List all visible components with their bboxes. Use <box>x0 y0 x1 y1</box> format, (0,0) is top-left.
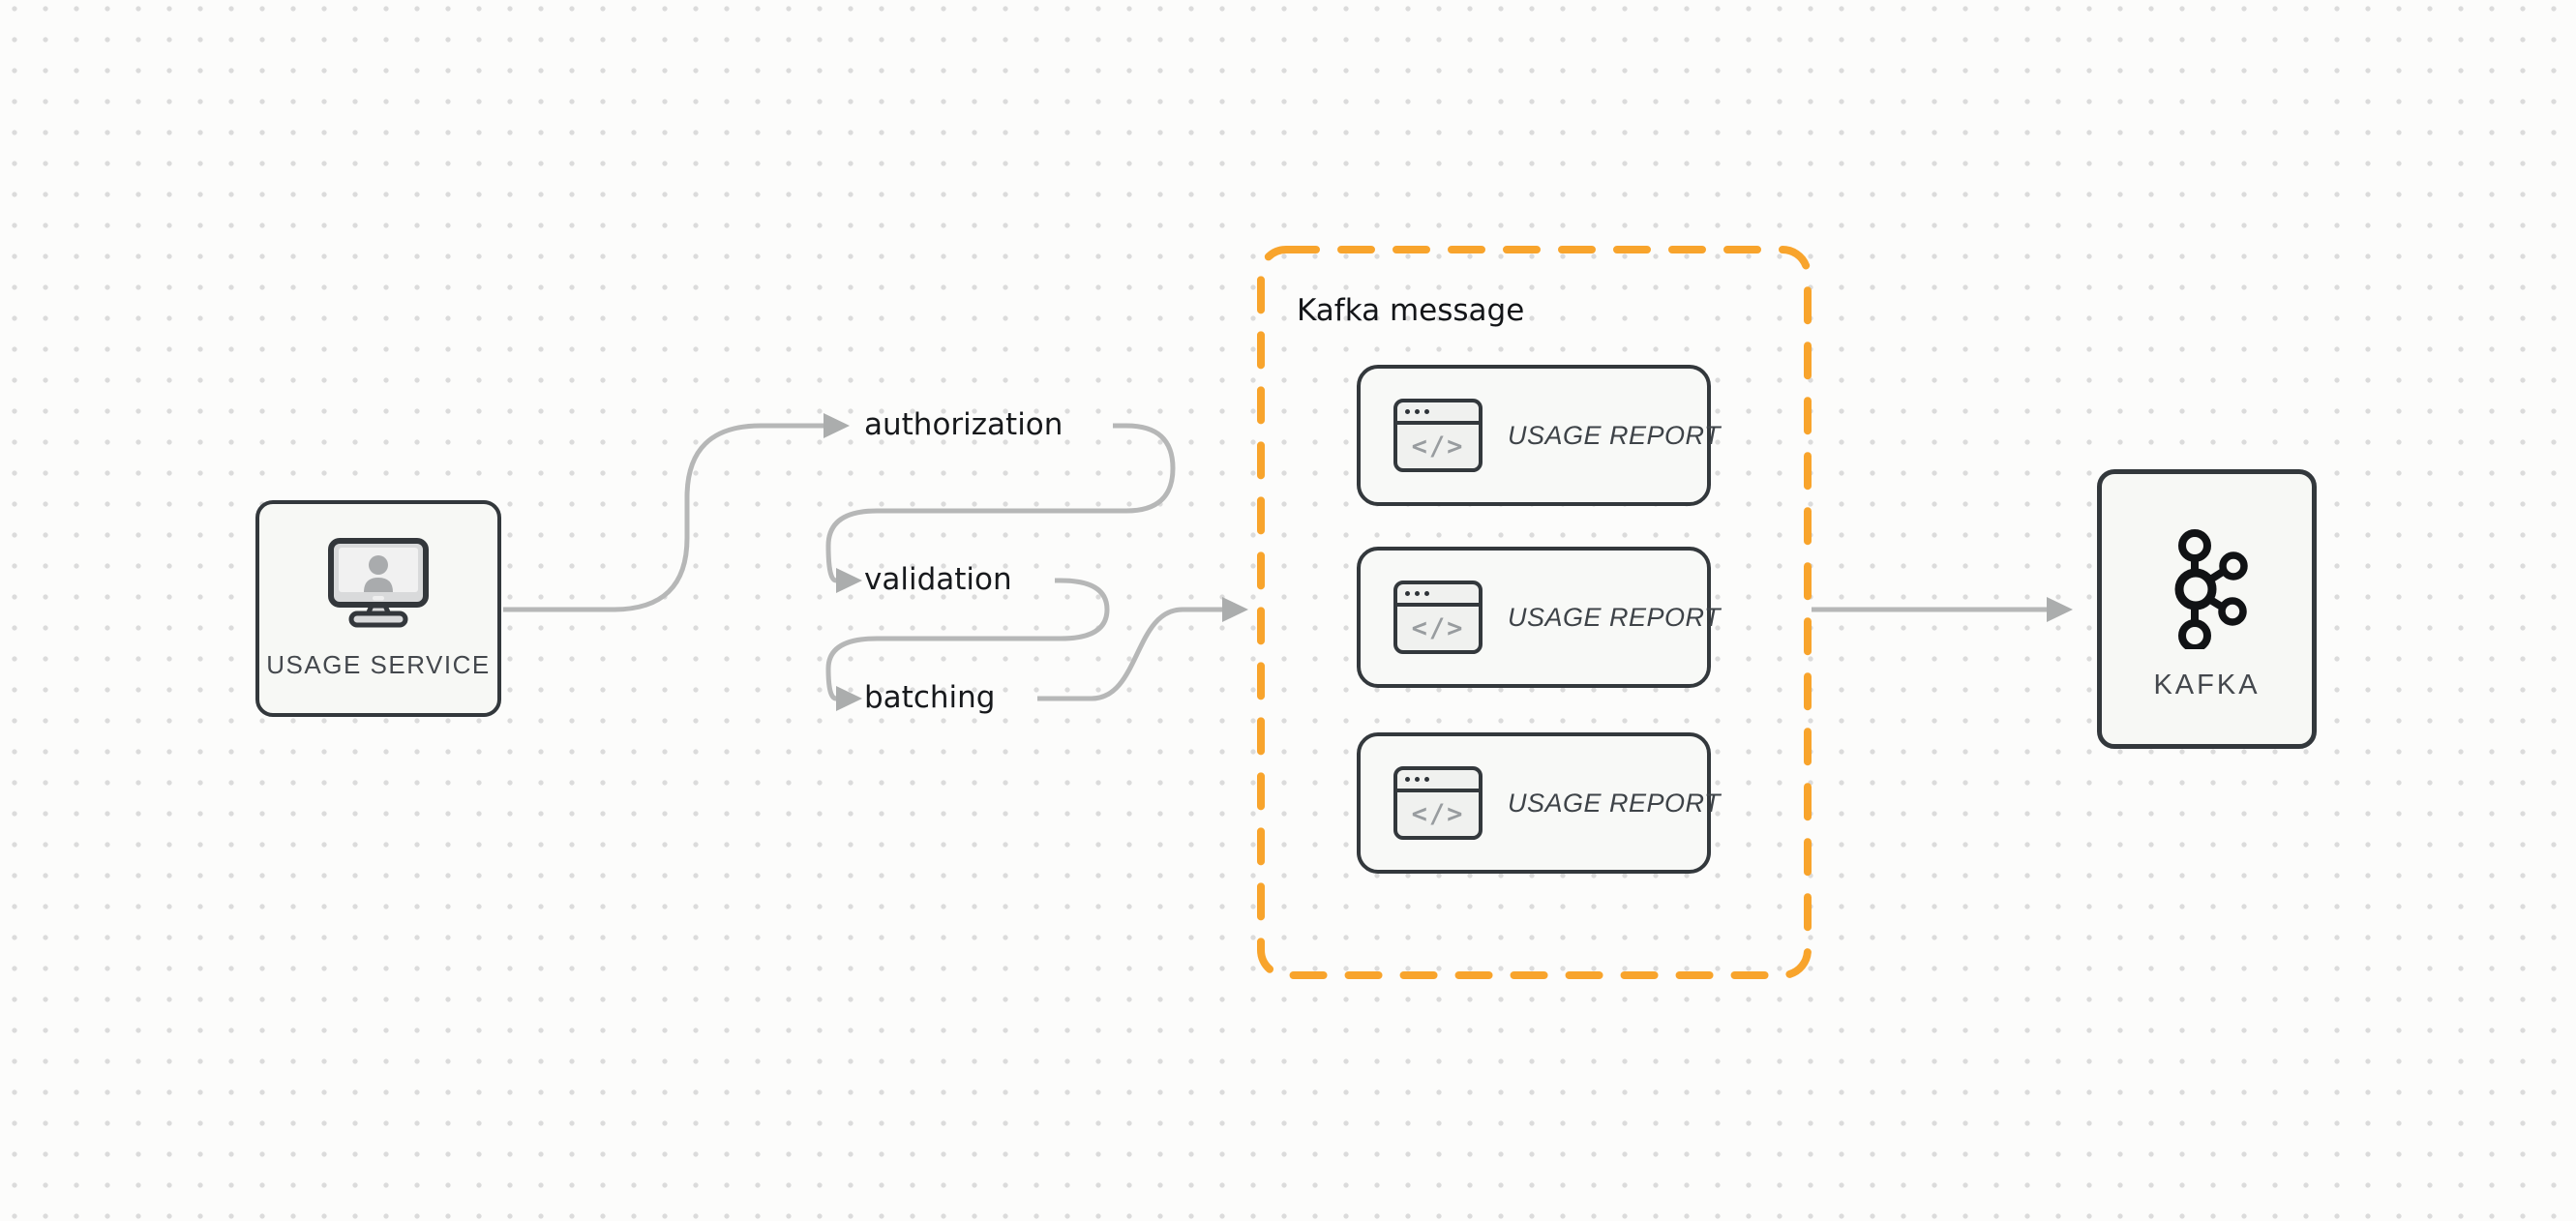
usage-report-label: USAGE REPORT <box>1508 788 1722 818</box>
code-window-icon: </> <box>1393 766 1483 840</box>
code-window-titlebar <box>1397 770 1479 792</box>
usage-report-label: USAGE REPORT <box>1508 420 1722 450</box>
step-validation: validation <box>864 561 1012 597</box>
code-window-icon: </> <box>1393 581 1483 654</box>
step-authorization: authorization <box>864 406 1063 442</box>
connector-validation-to-batching <box>825 578 1110 711</box>
code-window-titlebar <box>1397 402 1479 425</box>
code-glyph: </> <box>1411 432 1465 462</box>
connector-authorization-to-validation <box>825 423 1176 593</box>
usage-report-card: </> USAGE REPORT <box>1357 547 1721 696</box>
usage-service-label: USAGE SERVICE <box>266 650 491 679</box>
code-glyph: </> <box>1411 799 1465 829</box>
code-glyph: </> <box>1411 613 1465 643</box>
usage-report-label: USAGE REPORT <box>1508 602 1722 632</box>
monitor-user-icon <box>327 537 430 635</box>
usage-report-card: </> USAGE REPORT <box>1357 732 1721 881</box>
kafka-logo-icon <box>2164 517 2251 654</box>
node-kafka: KAFKA <box>2097 469 2317 749</box>
step-batching: batching <box>864 679 996 715</box>
kafka-message-group-title: Kafka message <box>1297 292 1525 328</box>
kafka-label: KAFKA <box>2153 670 2261 700</box>
code-window-titlebar <box>1397 584 1479 607</box>
kafka-message-group-border <box>1257 246 1812 979</box>
code-window-icon: </> <box>1393 399 1483 472</box>
usage-report-card: </> USAGE REPORT <box>1357 365 1721 514</box>
connector-batching-to-kafka-message <box>1037 597 1248 701</box>
node-usage-service: USAGE SERVICE <box>255 500 501 717</box>
connector-usage-service-to-authorization <box>503 413 850 612</box>
